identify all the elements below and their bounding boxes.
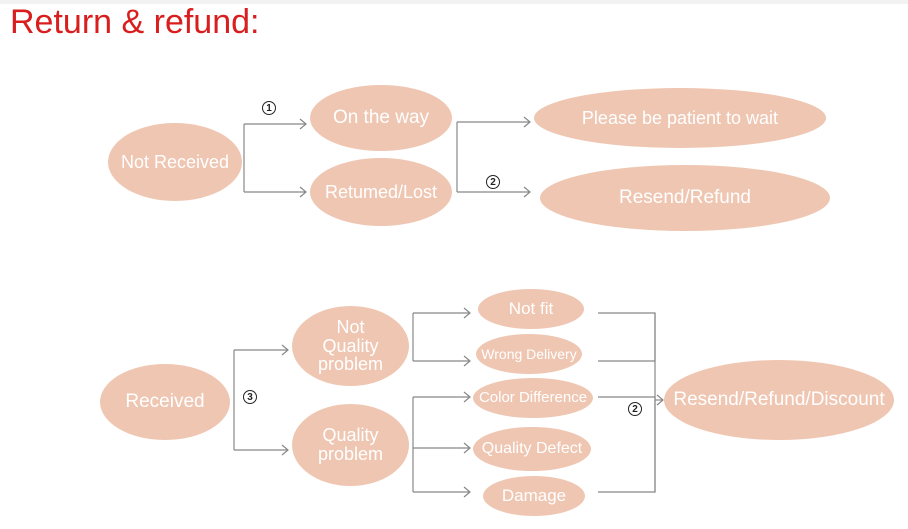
node-returned-lost: Retumed/Lost xyxy=(310,158,452,226)
arrowhead xyxy=(299,118,307,130)
node-received: Received xyxy=(100,364,230,440)
node-wrong-delivery: Wrong Delivery xyxy=(476,334,582,374)
node-damage: Damage xyxy=(483,476,585,516)
arrowhead xyxy=(656,394,664,406)
node-please-wait: Please be patient to wait xyxy=(534,88,826,148)
node-resend-refund: Resend/Refund xyxy=(540,165,830,231)
step-marker-1: 1 xyxy=(262,101,276,115)
arrowhead xyxy=(299,186,307,198)
page-title: Return & refund: xyxy=(10,3,260,41)
arrowhead xyxy=(523,186,531,198)
arrowhead xyxy=(463,442,471,454)
node-quality-defect: Quality Defect xyxy=(473,427,591,471)
arrowhead xyxy=(523,116,531,128)
node-resend-refund-discount: Resend/Refund/Discount xyxy=(664,360,894,440)
arrowhead xyxy=(281,444,289,456)
node-not-fit: Not fit xyxy=(478,289,584,329)
node-not-quality-problem: Not Quality problem xyxy=(292,306,409,386)
connector-merge-top xyxy=(598,312,656,362)
node-color-difference: Color Difference xyxy=(473,378,593,418)
top-border xyxy=(0,0,908,4)
arrowhead xyxy=(463,391,471,403)
node-on-the-way: On the way xyxy=(310,85,452,151)
step-marker-2: 2 xyxy=(628,402,642,416)
connector-merge-bottom xyxy=(598,396,656,493)
node-not-received: Not Received xyxy=(108,123,242,201)
arrowhead xyxy=(281,344,289,356)
arrowhead xyxy=(463,307,471,319)
arrowhead xyxy=(463,355,471,367)
node-quality-problem: Quality problem xyxy=(292,404,409,486)
step-marker-2: 2 xyxy=(486,175,500,189)
arrowhead xyxy=(463,486,471,498)
step-marker-3: 3 xyxy=(243,390,257,404)
